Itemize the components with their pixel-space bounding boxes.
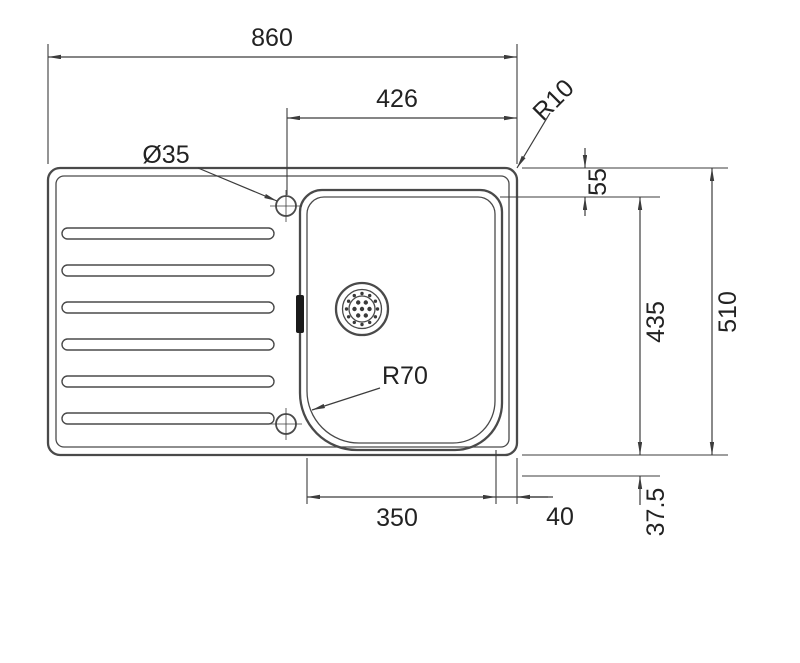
leader-line [516, 112, 551, 169]
dim-bowl-corner-radius: R70 [311, 362, 428, 411]
tap-hole-top [270, 190, 302, 222]
overflow-slot [296, 295, 304, 333]
dim-bowl-corner-radius-label: R70 [382, 362, 428, 390]
dimensions: 860 426 R10 Ø35 55 435 [47, 24, 742, 537]
sink-outer-edge [46, 166, 519, 457]
dim-bowl-length-label: 435 [642, 301, 670, 343]
dim-side-inset-label: 40 [546, 503, 574, 531]
strainer-holes [344, 291, 380, 327]
bowl-outer-edge [298, 188, 504, 452]
dim-opening-width-label: 426 [376, 85, 418, 113]
dim-tap-hole-diameter: Ø35 [142, 141, 278, 202]
tap-hole-bottom [270, 408, 302, 440]
dim-bowl-length: 435 [637, 197, 670, 455]
dim-corner-radius: R10 [516, 74, 580, 169]
drainer-groove [61, 338, 275, 351]
drainer-groove [61, 227, 275, 240]
dim-overall-width-label: 860 [251, 24, 293, 52]
bowl [296, 188, 504, 452]
drainer-groove [61, 412, 275, 425]
dim-bottom-inset-label: 37.5 [642, 488, 670, 537]
leader-line [311, 387, 381, 411]
dim-bowl-width: 350 [306, 450, 497, 532]
dim-opening-width: 426 [286, 85, 517, 195]
dim-bowl-width-label: 350 [376, 504, 418, 532]
drainer-groove [61, 375, 275, 388]
dim-overall-depth: 510 [522, 168, 742, 456]
drainer-groove [61, 301, 275, 314]
drainer-grooves [61, 227, 275, 425]
drain-outer-ring [334, 281, 390, 337]
dim-overall-width: 860 [47, 24, 518, 164]
sink-inner-rim [55, 175, 510, 448]
drain-strainer [334, 281, 390, 337]
dim-side-inset: 40 [496, 458, 574, 531]
drain-middle-ring [341, 288, 383, 330]
drain-inner-ring [348, 295, 376, 323]
leader-line [197, 167, 278, 202]
dim-top-inset-label: 55 [584, 168, 612, 196]
drainer-groove [61, 264, 275, 277]
dim-overall-depth-label: 510 [714, 291, 742, 333]
dim-tap-hole-diameter-label: Ø35 [142, 141, 189, 169]
dim-corner-radius-label: R10 [527, 74, 579, 126]
dim-bottom-inset: 37.5 [522, 475, 670, 537]
bowl-inner-edge [306, 196, 496, 444]
sink-plan-view [46, 166, 519, 457]
dim-top-inset: 55 [500, 148, 728, 216]
